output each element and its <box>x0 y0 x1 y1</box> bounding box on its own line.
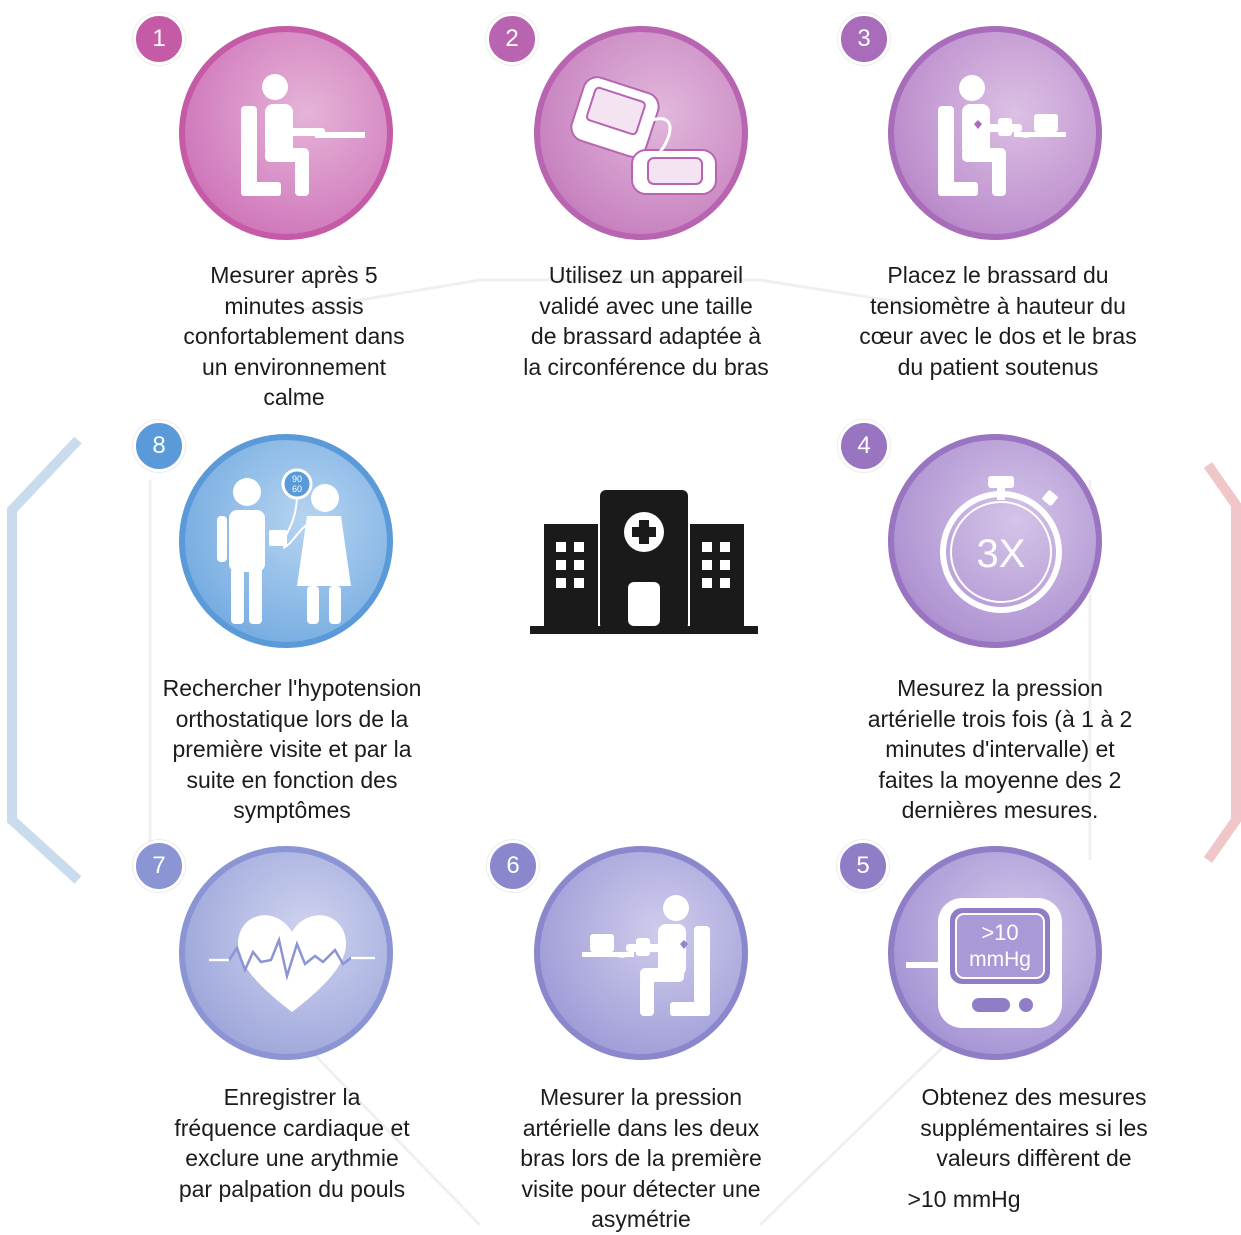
text-line: Obtenez des mesures <box>921 1084 1147 1110</box>
step-7-number-badge: 7 <box>133 840 185 892</box>
monitor-unit: mmHg <box>969 948 1031 971</box>
doctor-patient-orthostatic-icon: 90 60 <box>217 468 351 624</box>
text-line: Mesurer la pression <box>540 1084 742 1110</box>
blood-pressure-monitor-with-cuff-icon <box>570 76 717 195</box>
step-1-description: Mesurer après 5 minutes assis confortabl… <box>124 260 464 413</box>
step-6-description: Mesurer la pression artérielle dans les … <box>471 1082 811 1235</box>
text-line: artérielle trois fois (à 1 à 2 <box>867 705 1133 732</box>
step-4-number-badge: 4 <box>838 420 890 472</box>
seated-patient-with-cuff-icon <box>938 75 1066 196</box>
text-line: confortablement dans <box>183 323 405 349</box>
stopwatch-3x-icon: 3X <box>940 476 1062 613</box>
step-6-number-badge: 6 <box>487 840 539 892</box>
monitor-display-icon: >10 mmHg <box>906 898 1062 1028</box>
text-line: validé avec une taille <box>539 292 753 319</box>
step-1-number-badge: 1 <box>133 13 185 65</box>
step-3-circle <box>888 26 1102 240</box>
text-line: bras lors de la première <box>520 1145 762 1171</box>
text-line: par palpation du pouls <box>178 1175 406 1202</box>
text-line: Enregistrer la <box>223 1084 361 1110</box>
step-4-description: Mesurez la pression artérielle trois foi… <box>830 673 1170 826</box>
medical-cross-icon <box>632 520 656 544</box>
text-line: de brassard adaptée à <box>530 323 762 349</box>
text-line: supplémentaires si les <box>920 1114 1148 1141</box>
text-line: >10 mmHg <box>907 1185 1021 1212</box>
stopwatch-label: 3X <box>977 532 1026 576</box>
right-frame-line <box>1203 462 1241 863</box>
gauge-bottom-value: 60 <box>292 484 302 494</box>
step-8-number-badge: 8 <box>133 420 185 472</box>
text-line: la circonférence du bras <box>523 353 769 380</box>
text-line: Mesurez la pression <box>897 675 1103 701</box>
text-line: du patient soutenus <box>897 353 1099 380</box>
step-1-circle <box>179 26 393 240</box>
heart-pulse-icon <box>209 915 375 1012</box>
hospital-building-icon <box>530 490 758 634</box>
step-4-circle: 3X <box>888 434 1102 648</box>
text-line: orthostatique lors de la <box>175 705 409 732</box>
gauge-top-value: 90 <box>292 474 302 484</box>
step-2-description: Utilisez un appareil validé avec une tai… <box>476 260 816 382</box>
step-6-circle <box>534 846 748 1060</box>
text-line: Rechercher l'hypotension <box>162 675 422 701</box>
text-line: minutes assis <box>224 292 364 319</box>
step-3-description: Placez le brassard du tensiomètre à haut… <box>828 260 1168 382</box>
text-line: cœur avec le dos et le bras <box>859 323 1137 349</box>
text-line: Placez le brassard du <box>887 262 1109 288</box>
text-line: faites la moyenne des 2 <box>878 766 1122 793</box>
step-8-circle: 90 60 <box>179 434 393 648</box>
text-line: exclure une arythmie <box>185 1145 399 1171</box>
step-5-number-badge: 5 <box>837 840 889 892</box>
text-line: artérielle dans les deux <box>522 1114 760 1141</box>
text-line: visite pour détecter une <box>521 1175 761 1202</box>
both-arms-measurement-icon <box>582 895 710 1016</box>
step-7-description: Enregistrer la fréquence cardiaque et ex… <box>122 1082 462 1204</box>
step-2-number-badge: 2 <box>486 13 538 65</box>
text-line: symptômes <box>233 797 351 823</box>
text-line: dernières mesures. <box>901 797 1099 823</box>
text-line: suite en fonction des <box>186 766 398 793</box>
text-line: tensiomètre à hauteur du <box>870 292 1126 319</box>
step-5-description: Obtenez des mesures supplémentaires si l… <box>864 1082 1204 1214</box>
monitor-value: >10 <box>981 920 1018 945</box>
text-line: Mesurer après 5 <box>210 262 378 288</box>
text-line: première visite et par la <box>172 736 412 762</box>
text-line: un environnement <box>201 353 387 380</box>
step-3-number-badge: 3 <box>838 13 890 65</box>
step-5-circle: >10 mmHg <box>888 846 1102 1060</box>
text-line: fréquence cardiaque et <box>174 1114 410 1141</box>
text-line: Utilisez un appareil <box>548 262 744 288</box>
step-7-circle <box>179 846 393 1060</box>
text-line: calme <box>263 384 325 410</box>
left-frame-line <box>6 436 82 884</box>
seated-patient-at-table-icon <box>241 74 365 196</box>
step-2-circle <box>534 26 748 240</box>
text-line: asymétrie <box>591 1206 691 1232</box>
step-8-description: Rechercher l'hypotension orthostatique l… <box>122 673 462 826</box>
text-line: minutes d'intervalle) et <box>885 736 1115 762</box>
text-line: valeurs diffèrent de <box>936 1145 1132 1171</box>
